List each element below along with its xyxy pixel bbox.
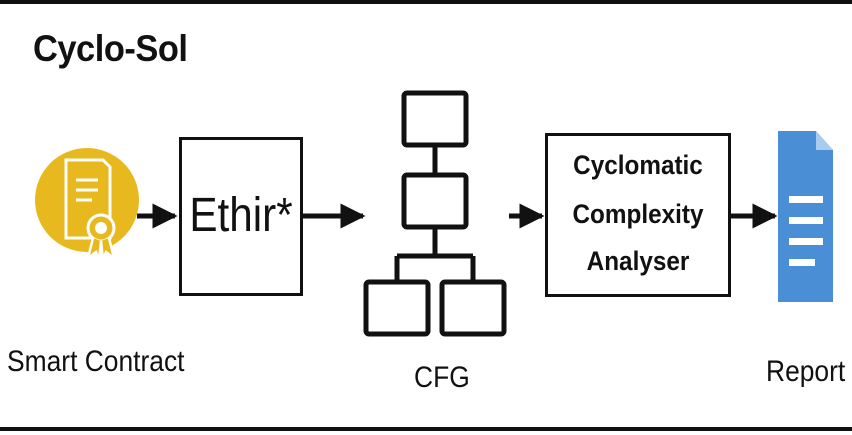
ethir-label: Ethir* [189,189,293,242]
diagram-title: Cyclo-Sol [33,28,188,69]
analyser-line-3: Analyser [586,246,690,276]
control-flow-graph-icon [363,90,507,337]
report-label: Report [766,355,846,388]
document-icon [778,131,833,302]
certificate-icon [35,148,139,262]
smart-contract-label: Smart Contract [7,345,185,378]
ethir-node: Ethir* [179,137,303,296]
cfg-label: CFG [414,361,470,394]
analyser-node: Cyclomatic Complexity Analyser [545,133,731,297]
analyser-line-1: Cyclomatic [573,150,703,180]
analyser-line-2: Complexity [572,199,704,229]
